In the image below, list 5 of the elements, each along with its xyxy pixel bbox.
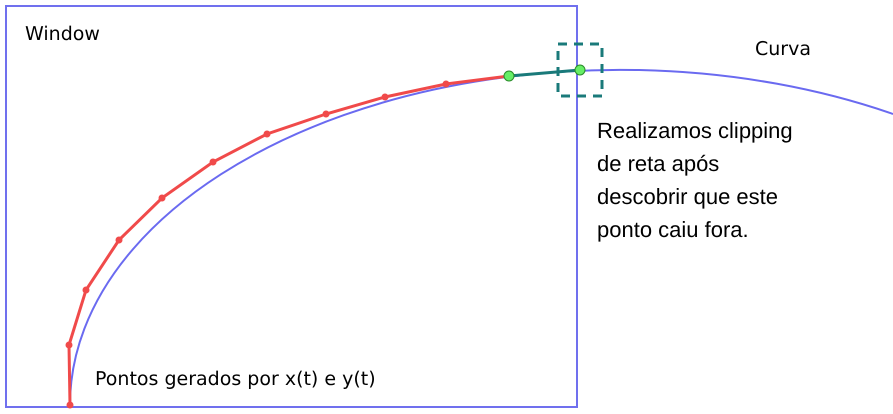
window-title: Window: [25, 23, 100, 45]
points-caption: Pontos gerados por x(t) e y(t): [95, 368, 376, 390]
window-box: [5, 5, 578, 408]
curve-label: Curva: [755, 38, 812, 60]
explanation-note: Realizamos clipping de reta após descobrir que este ponto caiu fora.: [597, 117, 794, 244]
